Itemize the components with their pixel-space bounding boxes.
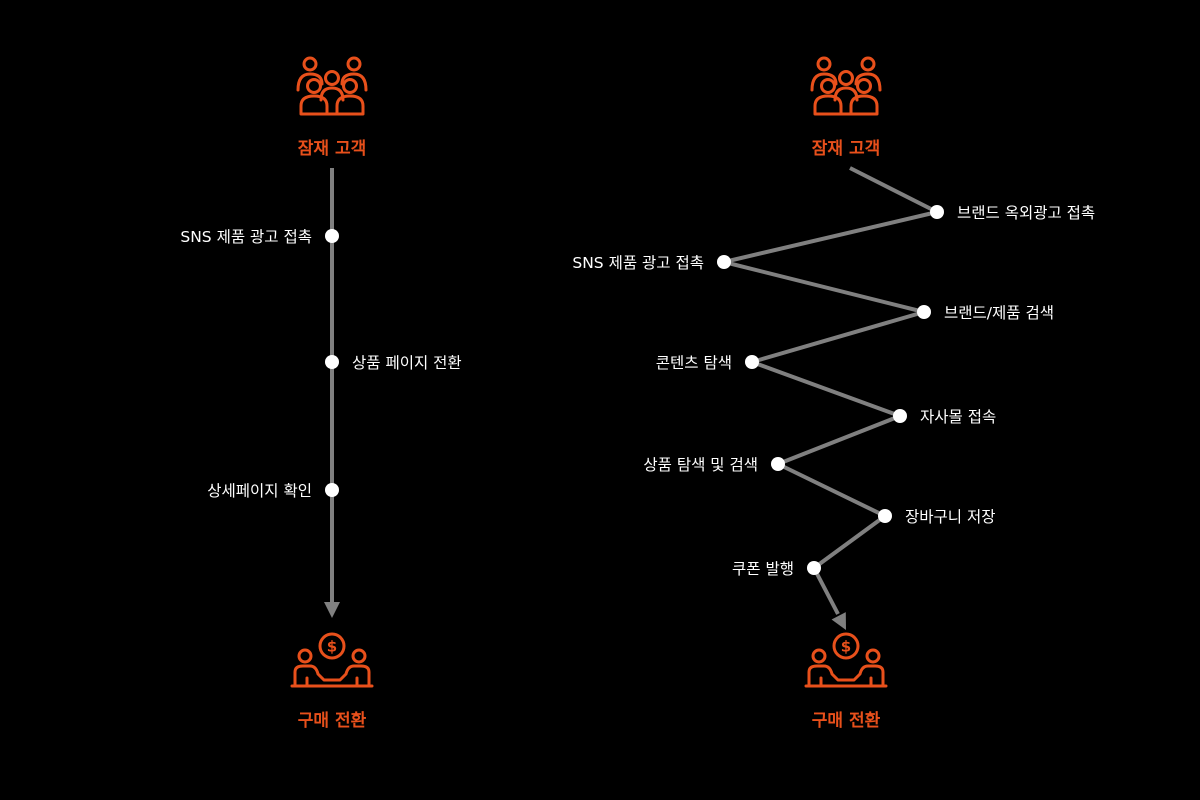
- start-label: 잠재 고객: [298, 139, 366, 159]
- step-dot: [893, 409, 907, 423]
- step-dot: [717, 255, 731, 269]
- people-group-icon: [810, 56, 882, 116]
- start-label: 잠재 고객: [812, 139, 880, 159]
- step-label: 자사몰 접속: [920, 408, 996, 426]
- step-dot: [917, 305, 931, 319]
- arrow-head: [831, 612, 846, 630]
- step-dot: [807, 561, 821, 575]
- step-label: SNS 제품 광고 접촉: [572, 254, 704, 272]
- step-label: 쿠폰 발행: [732, 560, 794, 578]
- step-label: 콘텐츠 탐색: [656, 354, 732, 372]
- step-label: 브랜드/제품 검색: [944, 304, 1054, 322]
- step-dot: [878, 509, 892, 523]
- step-dot: [771, 457, 785, 471]
- step-dot: [325, 355, 339, 369]
- step-label: 상품 탐색 및 검색: [643, 456, 758, 474]
- step-dot: [325, 229, 339, 243]
- step-dot: [930, 205, 944, 219]
- end-label: 구매 전환: [298, 711, 367, 731]
- step-dot: [325, 483, 339, 497]
- step-dot: [745, 355, 759, 369]
- step-label: 상세페이지 확인: [207, 482, 312, 500]
- arrow-head: [324, 602, 340, 618]
- journey-line-tail: [812, 567, 840, 615]
- step-label: SNS 제품 광고 접촉: [180, 228, 312, 246]
- people-group-icon: [296, 56, 368, 116]
- step-label: 상품 페이지 전환: [352, 354, 462, 372]
- end-label: 구매 전환: [812, 711, 881, 731]
- purchase-handshake-icon: [290, 632, 374, 688]
- step-label: 장바구니 저장: [905, 508, 996, 526]
- step-label: 브랜드 옥외광고 접촉: [957, 204, 1095, 222]
- purchase-handshake-icon: [804, 632, 888, 688]
